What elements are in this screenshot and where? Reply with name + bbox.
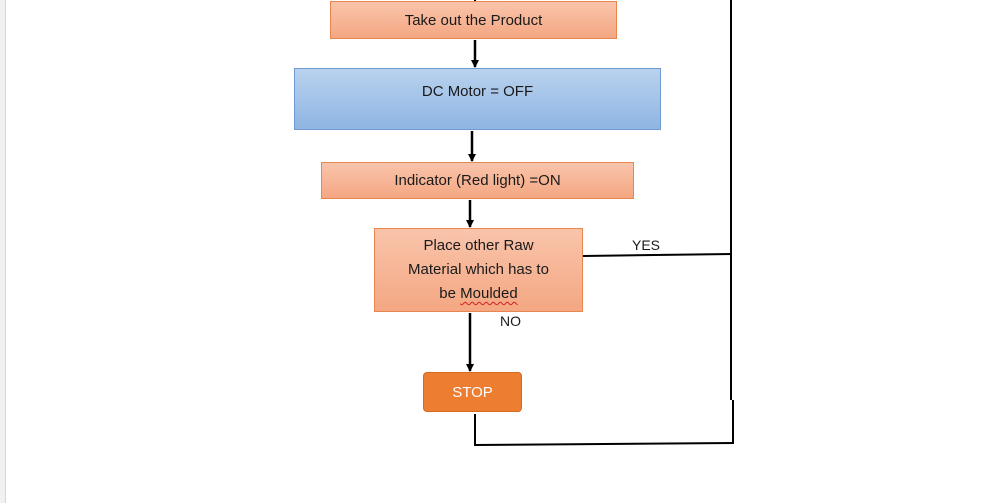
terminal-stop: STOP: [423, 372, 522, 412]
edge-label-yes: YES: [632, 237, 661, 253]
process-indicator-red-light-on: Indicator (Red light) =ON: [321, 162, 634, 199]
yes-branch-line: [582, 253, 733, 257]
decision-label-line-3-prefix: be: [439, 285, 461, 302]
process-dc-motor-off: DC Motor = OFF: [294, 68, 661, 130]
terminal-stop-label: STOP: [452, 383, 493, 401]
document-left-margin: [0, 0, 6, 503]
decision-label-line-1: Place other Raw: [423, 237, 534, 254]
process-take-out-product: Take out the Product: [330, 1, 617, 39]
decision-label-line-2: Material which has to: [408, 261, 549, 278]
bottom-return-line: [474, 442, 735, 446]
process-indicator-label: Indicator (Red light) =ON: [394, 172, 561, 189]
decision-label: Place other Raw Material which has to be…: [408, 234, 549, 306]
process-dc-motor-off-label: DC Motor = OFF: [421, 83, 534, 100]
edge-label-no: NO: [500, 313, 521, 329]
misspelled-word: Moulded: [460, 285, 518, 302]
process-take-out-product-label: Take out the Product: [404, 11, 543, 29]
decision-place-raw-material: Place other Raw Material which has to be…: [374, 228, 583, 312]
decision-label-line-3: be Moulded: [408, 282, 549, 306]
